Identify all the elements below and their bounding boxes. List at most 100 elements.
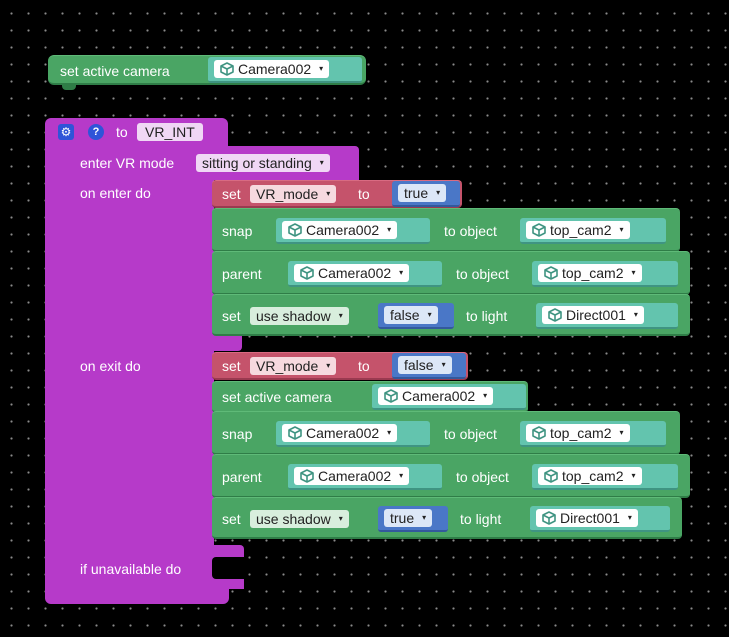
shadow-light-dropdown[interactable]: Direct001 ▾ <box>542 306 644 324</box>
snap-label: snap <box>222 223 253 239</box>
var-dropdown[interactable]: VR_mode ▾ <box>250 185 337 203</box>
bool-dropdown[interactable]: true ▾ <box>398 184 447 202</box>
shadow-light-dropdown[interactable]: Direct001 ▾ <box>536 509 638 527</box>
chevron-down-icon: ▾ <box>441 360 446 369</box>
snap-object-slot[interactable]: Camera002 ▾ <box>276 421 430 447</box>
chevron-down-icon: ▾ <box>399 471 404 480</box>
bool-slot[interactable]: false ▾ <box>392 353 466 379</box>
chevron-down-icon: ▾ <box>422 513 427 522</box>
enter-parent-block[interactable]: parent Camera002 ▾ to object top_cam2 ▾ <box>212 251 690 295</box>
parent-object-dropdown[interactable]: Camera002 ▾ <box>294 467 410 485</box>
cube-icon <box>288 223 302 237</box>
vr-function-block[interactable]: ⚙ ? to VR_INT <box>45 118 228 146</box>
if-unavailable-slot[interactable] <box>212 557 246 579</box>
shadow-light-value: Direct001 <box>560 510 620 526</box>
chevron-down-icon: ▾ <box>627 513 632 522</box>
chevron-down-icon: ▾ <box>619 428 624 437</box>
shadow-prop-value: use shadow <box>256 308 331 324</box>
cube-icon <box>542 511 556 525</box>
parent-object-dropdown[interactable]: Camera002 ▾ <box>294 264 410 282</box>
parent-target-dropdown[interactable]: top_cam2 ▾ <box>538 467 642 485</box>
shadow-bool-slot[interactable]: true ▾ <box>378 506 448 532</box>
to-object-label: to object <box>456 469 509 485</box>
shadow-light-slot[interactable]: Direct001 ▾ <box>530 506 670 532</box>
parent-target-slot[interactable]: top_cam2 ▾ <box>532 464 678 490</box>
shadow-bool-slot[interactable]: false ▾ <box>378 303 454 329</box>
chevron-down-icon: ▾ <box>338 311 343 320</box>
on-enter-arm <box>68 178 214 350</box>
exit-snap-block[interactable]: snap Camera002 ▾ to object top_cam2 ▾ <box>212 411 680 455</box>
snap-target-dropdown[interactable]: top_cam2 ▾ <box>526 424 630 442</box>
parent-label: parent <box>222 266 262 282</box>
vr-function-footer <box>45 587 229 604</box>
chevron-down-icon: ▾ <box>399 268 404 277</box>
to-object-label: to object <box>456 266 509 282</box>
exit-camera-dropdown[interactable]: Camera002 ▾ <box>378 387 494 405</box>
camera-dropdown[interactable]: Camera002 ▾ <box>214 60 330 78</box>
chevron-down-icon: ▾ <box>619 225 624 234</box>
set-active-camera-block[interactable]: set active camera Camera002 ▾ <box>48 55 366 85</box>
bool-slot[interactable]: true ▾ <box>392 181 460 207</box>
camera-object-slot[interactable]: Camera002 ▾ <box>208 57 362 83</box>
parent-target-dropdown[interactable]: top_cam2 ▾ <box>538 264 642 282</box>
exit-camera-slot[interactable]: Camera002 ▾ <box>372 384 526 410</box>
on-exit-arm <box>68 348 214 550</box>
exit-parent-block[interactable]: parent Camera002 ▾ to object top_cam2 ▾ <box>212 454 690 498</box>
set-label: set <box>222 308 241 324</box>
to-object-label: to object <box>444 426 497 442</box>
gear-icon[interactable]: ⚙ <box>58 124 74 140</box>
var-dropdown[interactable]: VR_mode ▾ <box>250 357 337 375</box>
enter-set-vr-mode-block[interactable]: set VR_mode ▾ to true ▾ <box>212 180 462 208</box>
cube-icon <box>532 426 546 440</box>
func-name-field[interactable]: VR_INT <box>137 123 203 141</box>
set-active-camera-label: set active camera <box>222 389 332 405</box>
exit-shadow-block[interactable]: set use shadow ▾ true ▾ to light Direct0… <box>212 497 682 539</box>
set-label: set <box>222 511 241 527</box>
help-icon[interactable]: ? <box>88 124 104 140</box>
vr-mode-dropdown[interactable]: sitting or standing ▾ <box>196 154 330 172</box>
snap-object-slot[interactable]: Camera002 ▾ <box>276 218 430 244</box>
snap-target-slot[interactable]: top_cam2 ▾ <box>520 218 666 244</box>
snap-object-value: Camera002 <box>306 425 380 441</box>
bool-dropdown[interactable]: false ▾ <box>398 356 452 374</box>
to-light-label: to light <box>466 308 508 324</box>
shadow-bool-dropdown[interactable]: false ▾ <box>384 306 438 324</box>
snap-target-value: top_cam2 <box>550 425 612 441</box>
vr-function-spine <box>45 145 69 603</box>
shadow-bool-dropdown[interactable]: true ▾ <box>384 509 433 527</box>
enter-vr-row: enter VR mode sitting or standing ▾ <box>68 146 359 180</box>
on-enter-label: on enter do <box>80 185 151 201</box>
func-to-label: to <box>116 124 128 140</box>
parent-object-slot[interactable]: Camera002 ▾ <box>288 261 442 287</box>
if-unavailable-label: if unavailable do <box>80 561 182 577</box>
shadow-light-value: Direct001 <box>566 307 626 323</box>
shadow-light-slot[interactable]: Direct001 ▾ <box>536 303 678 329</box>
exit-set-camera-block[interactable]: set active camera Camera002 ▾ <box>212 381 528 413</box>
chevron-down-icon: ▾ <box>631 268 636 277</box>
snap-object-dropdown[interactable]: Camera002 ▾ <box>282 221 398 239</box>
parent-target-value: top_cam2 <box>562 468 624 484</box>
cube-icon <box>220 62 234 76</box>
shadow-prop-dropdown[interactable]: use shadow ▾ <box>250 307 349 325</box>
shadow-prop-dropdown[interactable]: use shadow ▾ <box>250 510 349 528</box>
enter-snap-block[interactable]: snap Camera002 ▾ to object top_cam2 ▾ <box>212 208 680 252</box>
snap-target-slot[interactable]: top_cam2 ▾ <box>520 421 666 447</box>
parent-target-slot[interactable]: top_cam2 ▾ <box>532 261 678 287</box>
enter-shadow-block[interactable]: set use shadow ▾ false ▾ to light Direct… <box>212 294 690 336</box>
cube-icon <box>288 426 302 440</box>
snap-object-dropdown[interactable]: Camera002 ▾ <box>282 424 398 442</box>
enter-exit-separator <box>210 334 242 351</box>
enter-vr-label: enter VR mode <box>80 155 175 171</box>
var-value: VR_mode <box>256 186 319 202</box>
vr-mode-value: sitting or standing <box>202 155 312 171</box>
to-label: to <box>358 186 370 202</box>
chevron-down-icon: ▾ <box>319 158 324 167</box>
parent-object-value: Camera002 <box>318 468 392 484</box>
exit-set-vr-mode-block[interactable]: set VR_mode ▾ to false ▾ <box>212 352 468 380</box>
cube-icon <box>544 469 558 483</box>
set-active-camera-label: set active camera <box>60 63 170 79</box>
snap-object-value: Camera002 <box>306 222 380 238</box>
parent-object-slot[interactable]: Camera002 ▾ <box>288 464 442 490</box>
chevron-down-icon: ▾ <box>319 64 324 73</box>
snap-target-dropdown[interactable]: top_cam2 ▾ <box>526 221 630 239</box>
